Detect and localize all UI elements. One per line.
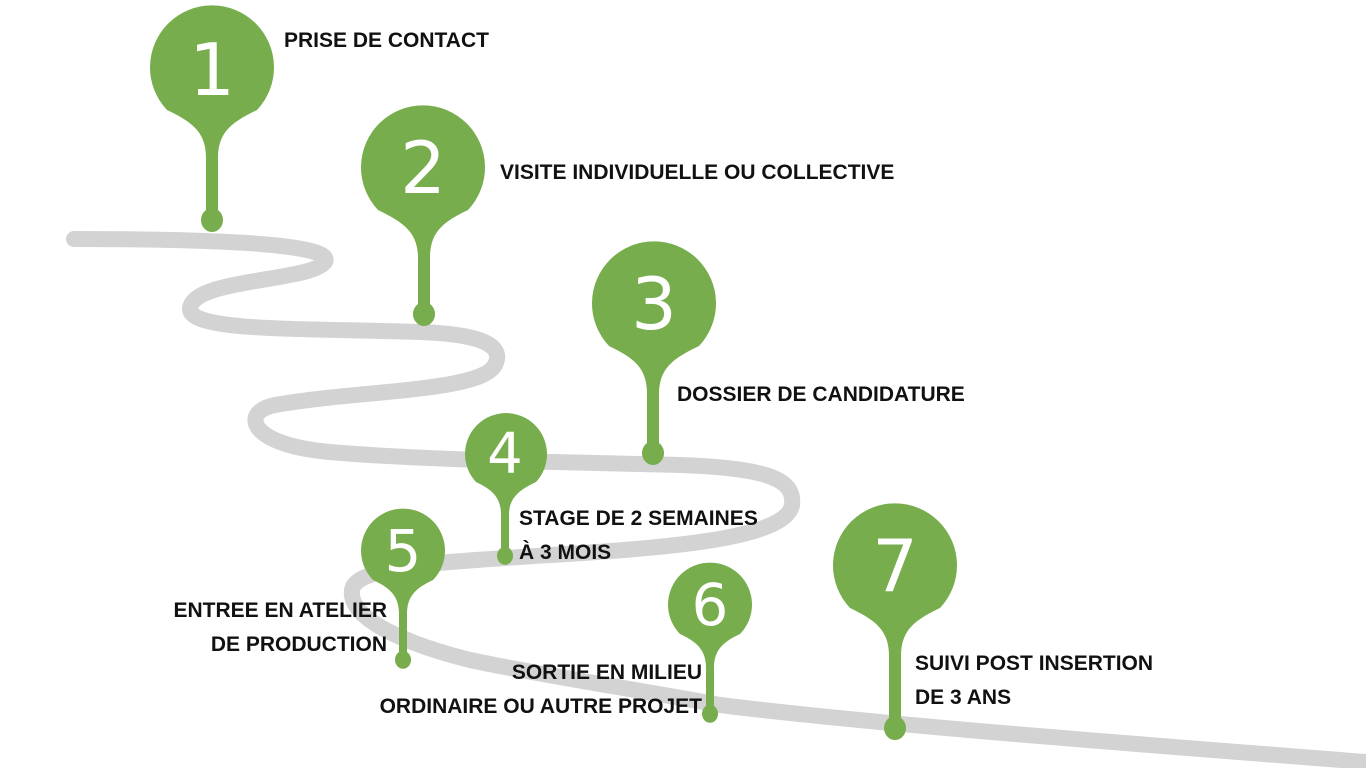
step-6-label-line-2: ORDINAIRE OU AUTRE PROJET — [379, 695, 702, 718]
step-4-number: 4 — [487, 422, 523, 487]
step-5-label-line-2: DE PRODUCTION — [210, 633, 387, 656]
pin-shape-5 — [360, 508, 445, 669]
step-4-label: STAGE DE 2 SEMAINES À 3 MOIS — [519, 502, 758, 570]
step-7-number: 7 — [872, 524, 918, 608]
step-7-label-line-1: SUIVI POST INSERTION — [915, 652, 1154, 675]
step-6-label-line-1: SORTIE EN MILIEU — [511, 661, 702, 684]
step-5-number: 5 — [385, 517, 422, 585]
step-4-label-line-2: À 3 MOIS — [519, 541, 612, 564]
step-6-number: 6 — [692, 571, 729, 639]
pin-shape-3 — [592, 241, 716, 466]
step-1-label: PRISE DE CONTACT — [284, 24, 489, 58]
step-3-label: DOSSIER DE CANDIDATURE — [677, 378, 965, 412]
step-2-number: 2 — [400, 126, 446, 210]
step-1-number: 1 — [189, 28, 235, 112]
step-4-label-line-1: STAGE DE 2 SEMAINES — [519, 507, 758, 530]
step-7-label-line-2: DE 3 ANS — [915, 686, 1012, 709]
step-2-label: VISITE INDIVIDUELLE OU COLLECTIVE — [500, 156, 894, 190]
pin-shape-2 — [361, 105, 485, 327]
step-5-label: ENTREE EN ATELIER DE PRODUCTION — [173, 594, 387, 662]
pin-shape-4 — [465, 413, 547, 565]
pin-shape-7 — [833, 503, 957, 741]
pin-shape-1 — [150, 5, 274, 233]
step-2-label-line-1: VISITE INDIVIDUELLE OU COLLECTIVE — [500, 161, 895, 184]
step-6-label: SORTIE EN MILIEU ORDINAIRE OU AUTRE PROJ… — [380, 656, 702, 724]
step-5-label-line-1: ENTREE EN ATELIER — [173, 599, 387, 622]
step-7-label: SUIVI POST INSERTION DE 3 ANS — [915, 647, 1153, 715]
step-3-label-line-1: DOSSIER DE CANDIDATURE — [677, 383, 965, 406]
step-1-label-line-1: PRISE DE CONTACT — [284, 29, 489, 52]
step-3-number: 3 — [631, 262, 677, 346]
pin-shape-6 — [668, 562, 752, 723]
